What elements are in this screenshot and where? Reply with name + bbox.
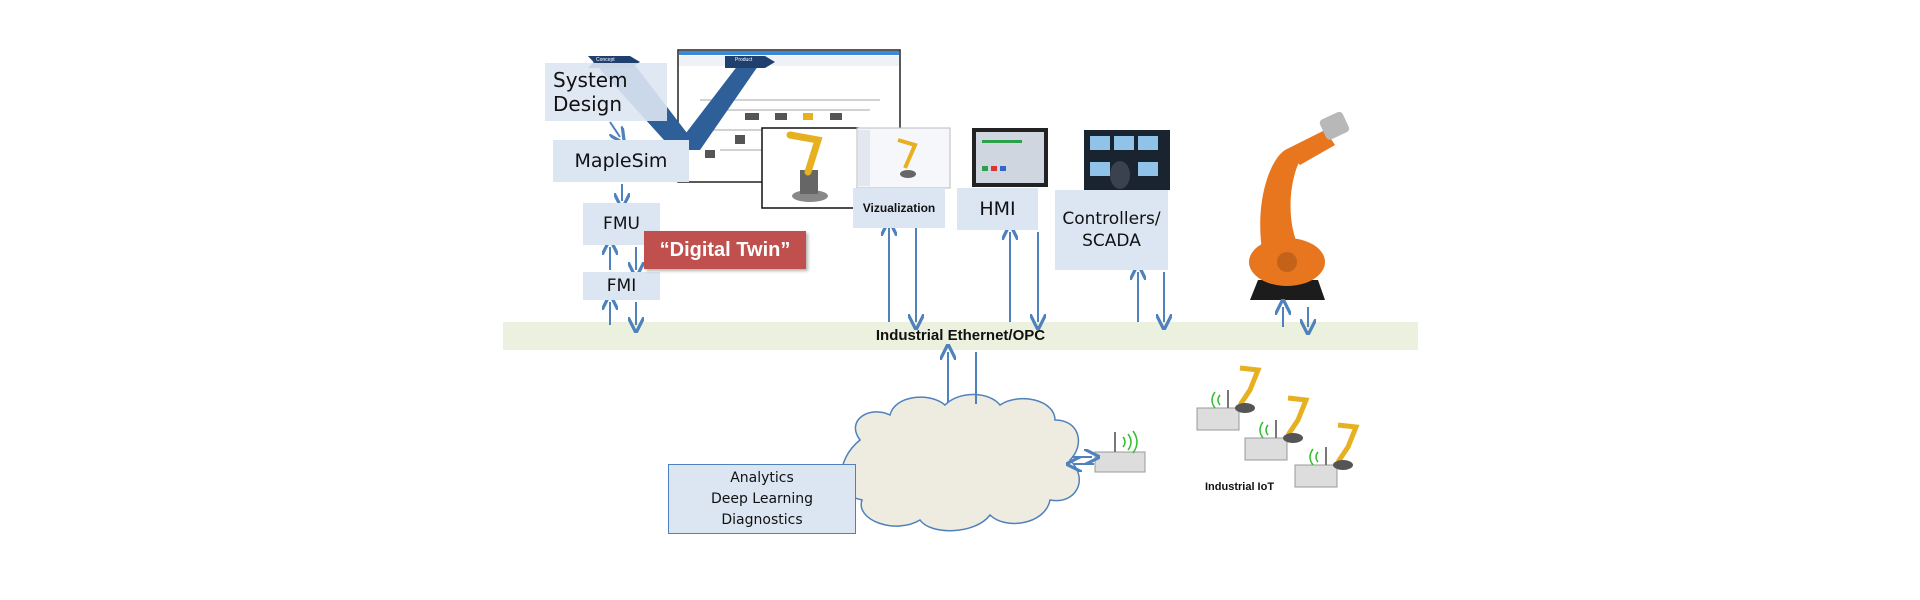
industrial-iot-label: Industrial IoT [1205, 481, 1275, 493]
visualization-box: Vizualization [853, 188, 945, 228]
v-model-concept-label: Concept [596, 57, 615, 63]
v-model-product-label: Product [735, 57, 753, 63]
visualization-image [856, 127, 951, 189]
hmi-image [972, 128, 1048, 187]
system-design-box: System Design [545, 63, 667, 121]
hmi-box: HMI [957, 188, 1038, 230]
controllers-scada-box: Controllers/ SCADA [1055, 190, 1168, 270]
fmi-box: FMI [583, 272, 660, 300]
scada-image [1084, 130, 1170, 190]
ethernet-bus-label: Industrial Ethernet/OPC [875, 327, 1046, 344]
analytics-label: Analytics [730, 469, 794, 486]
connection-arrows [610, 121, 1308, 464]
diagnostics-label: Diagnostics [721, 511, 803, 528]
industrial-robot-image [1249, 111, 1350, 300]
iot-robots-image [1196, 365, 1356, 487]
ethernet-bus [503, 322, 1418, 350]
maplesim-box: MapleSim [553, 140, 689, 182]
deep-learning-label: Deep Learning [710, 490, 814, 507]
analytics-box: Analytics Deep Learning Diagnostics [668, 464, 856, 534]
router-icon [1094, 430, 1146, 473]
robot-inset [761, 127, 859, 209]
digital-twin-badge: “Digital Twin” [644, 231, 806, 269]
cloud-shape [840, 393, 1080, 532]
